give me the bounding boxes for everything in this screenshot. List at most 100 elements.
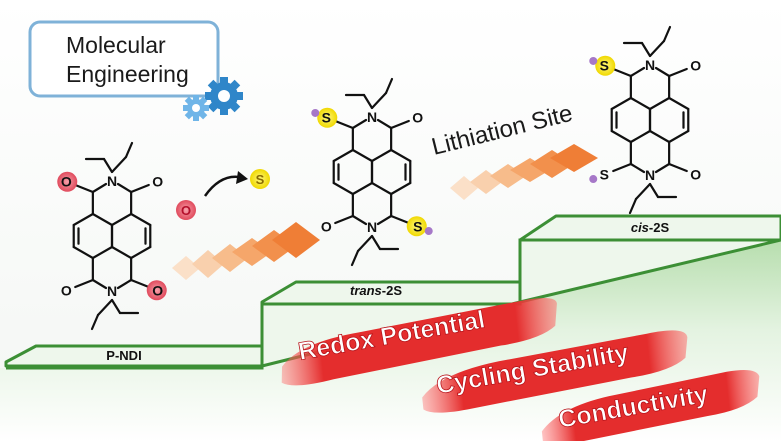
sulfur-atom: S [600, 57, 609, 73]
alkyl-bond [356, 234, 374, 253]
nitrogen-atom: N [107, 283, 117, 299]
oxygen-atom: O [61, 283, 72, 299]
alkyl-bond [110, 298, 122, 315]
pndi-label: P-NDI [106, 348, 141, 363]
alkyl-bond [370, 234, 382, 251]
lithium-site-dot [589, 175, 598, 184]
oxygen-atom: O [152, 173, 163, 189]
ring-bond [610, 129, 632, 144]
ring-bond [629, 129, 652, 144]
carbonyl-bond [390, 119, 410, 130]
alkyl-bond [648, 182, 660, 199]
ring-bond [351, 181, 374, 196]
alkyl-bond [124, 141, 134, 159]
ring-bond [370, 148, 393, 163]
carbonyl-bond [334, 119, 354, 130]
oxygen-atom: O [412, 109, 423, 125]
sulfur-highlight [317, 107, 338, 128]
imide-bond [654, 162, 671, 174]
substitution-legend: O S [176, 169, 270, 220]
alkyl-bond [662, 25, 672, 43]
sulfur-atom: S [322, 109, 331, 125]
brush-stroke-conductivity [541, 370, 760, 445]
ring-bond [332, 148, 354, 163]
imide-bond [654, 66, 671, 78]
alkyl-bond [648, 39, 666, 58]
nitrogen-atom: N [645, 167, 655, 183]
imide-bond [91, 278, 108, 290]
alkyl-bond [628, 197, 638, 215]
alkyl-bond [90, 313, 100, 331]
carbonyl-bond [74, 183, 94, 194]
nitrogen-atom: N [367, 109, 377, 125]
imide-bond [116, 278, 133, 290]
carbonyl-bond [612, 67, 632, 78]
nitrogen-atom: N [645, 57, 655, 73]
ring-bond [332, 181, 354, 196]
alkyl-bond [96, 298, 114, 317]
oxygen-atom: O [321, 219, 332, 235]
carbonyl-bond [334, 214, 354, 225]
imide-bond [351, 214, 368, 226]
ring-bond [91, 212, 114, 227]
imide-bond [629, 162, 646, 174]
oxygen-atom: O [61, 173, 72, 189]
lithium-site-dot [311, 108, 320, 117]
carbonyl-bond [612, 162, 632, 173]
ring-bond [390, 181, 412, 196]
oxygen-highlight [57, 171, 78, 192]
ring-bond [72, 245, 94, 260]
ring-bond [72, 212, 94, 227]
step-front-edge [6, 238, 781, 370]
alkyl-bond [362, 93, 374, 110]
oxygen-marker-label: O [181, 203, 191, 218]
cis-2s-label-italic: cis [631, 220, 649, 235]
brush-stroke-redox [281, 298, 557, 386]
box-line-1: Molecular [66, 32, 166, 58]
carbonyl-bond [130, 278, 150, 289]
oxygen-marker [176, 200, 196, 220]
alkyl-bond [110, 155, 128, 174]
cis-2s-label-suffix: -2S [649, 220, 670, 235]
ring-bond [130, 212, 152, 227]
ring-bond [629, 96, 652, 111]
nitrogen-atom: N [107, 173, 117, 189]
imide-bond [376, 214, 393, 226]
sulfur-highlight [406, 216, 427, 237]
molecular-engineering-box: Molecular Engineering [28, 20, 243, 121]
cis-2s-label: cis-2S [631, 220, 670, 235]
ring-bond [648, 129, 671, 144]
ring-bond [351, 148, 374, 163]
trans-2s-label-suffix: -2S [382, 283, 403, 298]
chevron-arrow-1 [172, 222, 320, 280]
imide-bond [376, 118, 393, 130]
oxygen-atom: O [152, 283, 163, 299]
ring-bond [91, 245, 114, 260]
ring-bond [668, 129, 690, 144]
molecule-pndi: N N O O O O [57, 141, 167, 331]
chevron-arrow-2 [450, 144, 598, 200]
brush-stroke-cycling [422, 330, 688, 413]
ring-bond [110, 212, 133, 227]
imide-bond [91, 182, 108, 194]
carbonyl-bond [668, 67, 688, 78]
box-line-2: Engineering [66, 61, 189, 87]
sulfur-marker [250, 169, 270, 189]
carbonyl-bond [74, 278, 94, 289]
ring-bond [130, 245, 152, 260]
lithium-site-dot [589, 56, 598, 65]
sulfur-atom: S [600, 167, 609, 183]
carbonyl-bond [390, 214, 410, 225]
sulfur-marker-label: S [256, 172, 265, 187]
step-1 [4, 344, 264, 368]
alkyl-bond [384, 77, 394, 95]
lithium-site-dot [424, 227, 433, 236]
ring-bond [110, 245, 133, 260]
imide-bond [351, 118, 368, 130]
sulfur-highlight [595, 55, 616, 76]
alkyl-bond [350, 249, 360, 267]
oxygen-highlight [146, 280, 167, 301]
